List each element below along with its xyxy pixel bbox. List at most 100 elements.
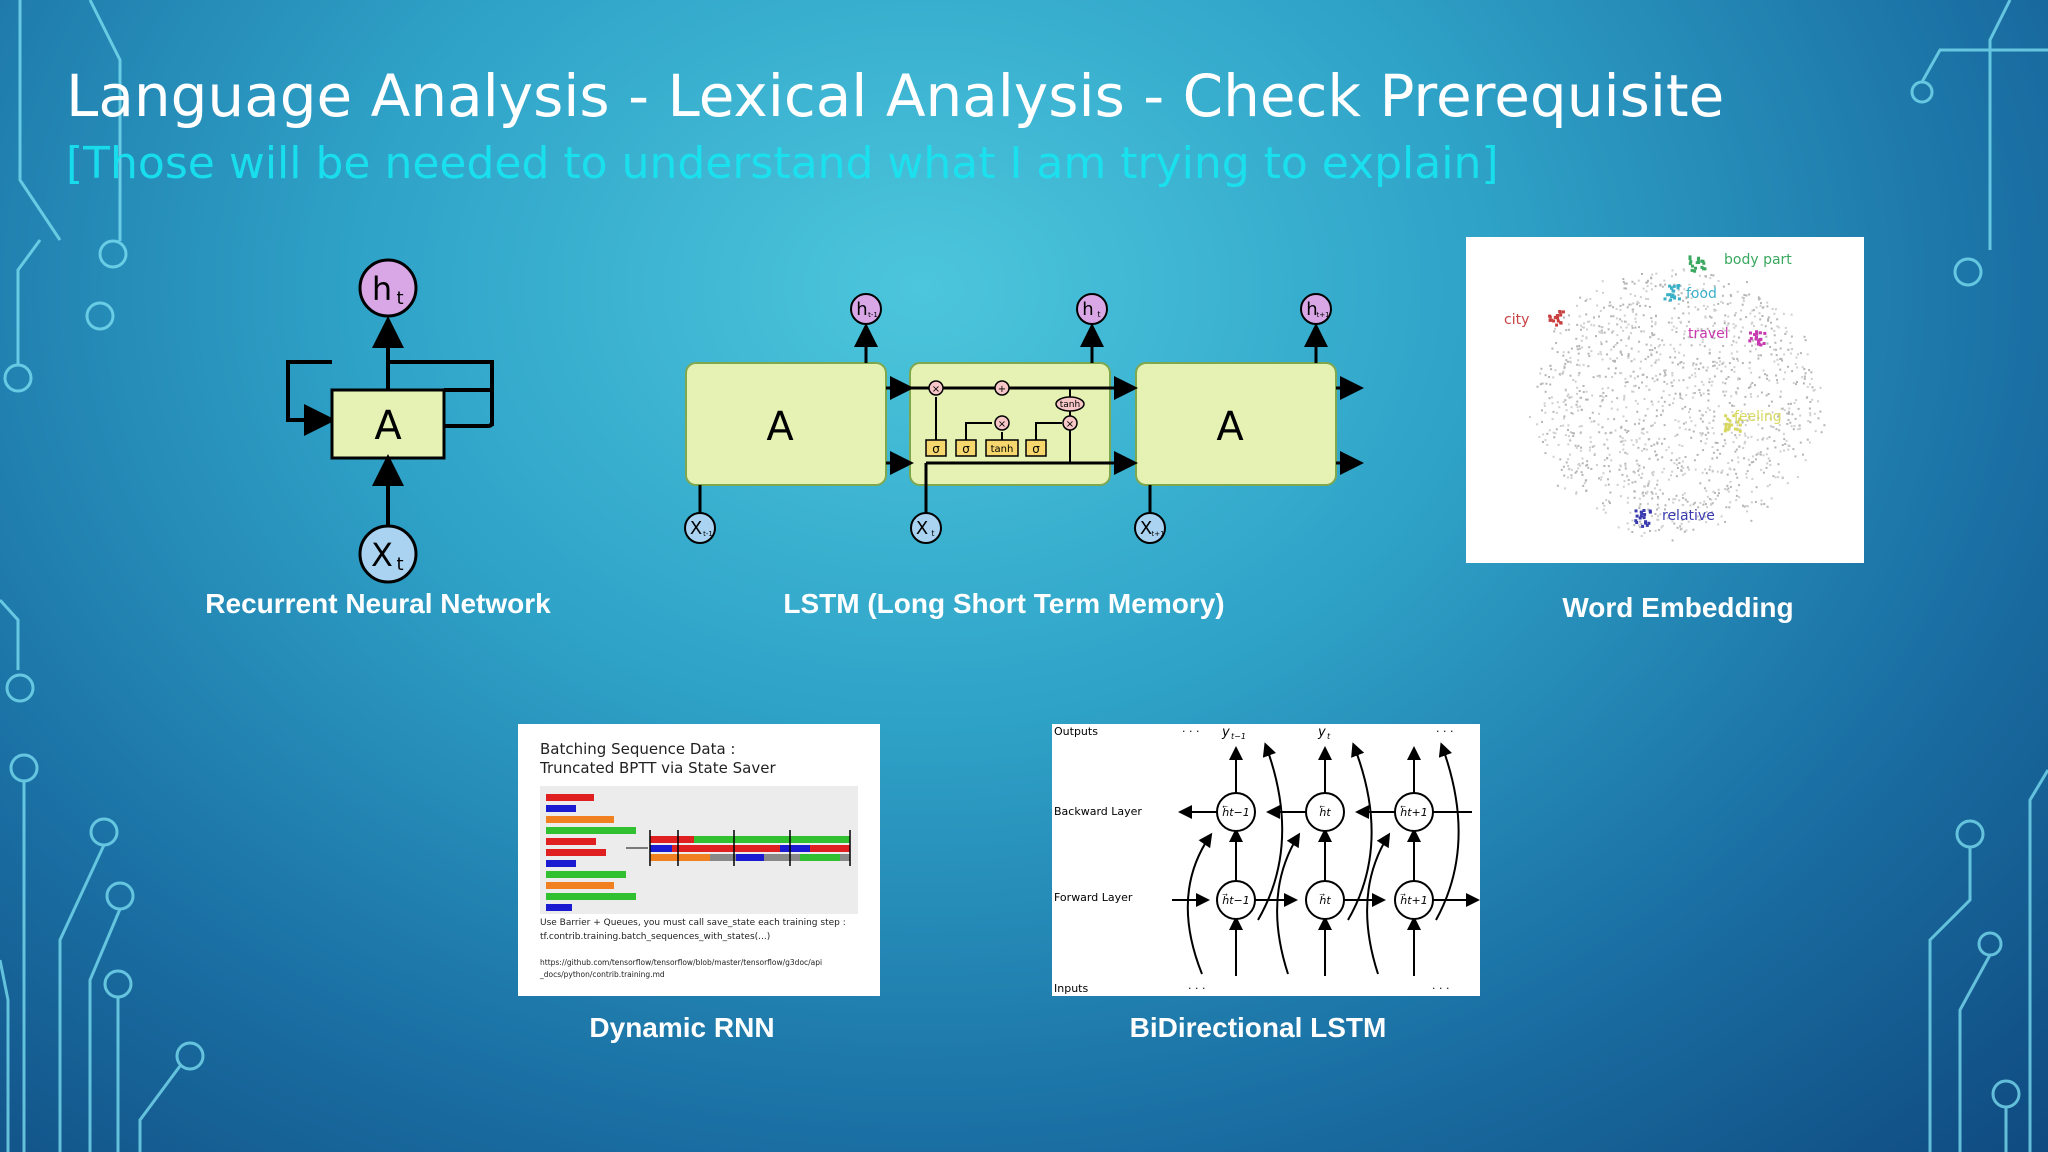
embedding-point <box>1579 324 1582 327</box>
lstm-input-node-next <box>1134 512 1166 544</box>
embedding-point <box>1615 317 1618 320</box>
embedding-cluster-point <box>1691 264 1694 268</box>
embedding-point <box>1642 314 1645 317</box>
embedding-point <box>1755 453 1758 456</box>
embedding-point <box>1633 385 1636 388</box>
embedding-point <box>1731 357 1734 360</box>
embedding-cluster-point <box>1724 422 1728 426</box>
embedding-point <box>1654 450 1657 453</box>
lstm-cell-prev-label: A <box>766 404 794 450</box>
embedding-point <box>1786 482 1789 485</box>
embedding-point <box>1607 478 1609 481</box>
embedding-point <box>1610 459 1613 462</box>
embedding-cluster-point <box>1666 293 1670 297</box>
embedding-point <box>1795 399 1798 402</box>
embedding-point <box>1663 375 1666 378</box>
embedding-point <box>1651 472 1654 475</box>
embedding-point <box>1624 429 1627 431</box>
embedding-point <box>1564 362 1567 365</box>
embedding-point <box>1685 297 1688 300</box>
embedding-point <box>1567 443 1570 446</box>
embedding-point <box>1620 426 1623 429</box>
embedding-point <box>1734 450 1737 453</box>
embedding-point <box>1610 315 1613 318</box>
bilstm-y-cur: y <box>1317 725 1326 740</box>
embedding-point <box>1664 504 1667 507</box>
embedding-point <box>1656 479 1659 482</box>
embedding-point <box>1738 496 1741 499</box>
embedding-point <box>1575 446 1578 449</box>
embedding-point <box>1623 398 1625 401</box>
embedding-point <box>1638 326 1640 329</box>
embedding-point <box>1819 386 1822 389</box>
embedding-cluster-point <box>1757 342 1761 346</box>
embedding-point <box>1581 326 1584 329</box>
embedding-point <box>1585 464 1588 467</box>
embedding-point <box>1670 381 1673 384</box>
embedding-point <box>1722 390 1725 393</box>
embedding-cluster-point <box>1552 319 1556 323</box>
embedding-cluster-point <box>1726 417 1730 421</box>
embedding-point <box>1758 376 1761 379</box>
embedding-point <box>1730 395 1733 398</box>
embedding-point <box>1641 492 1644 495</box>
embedding-cluster-point <box>1690 268 1694 272</box>
embedding-point <box>1787 403 1790 405</box>
embedding-point <box>1740 410 1743 413</box>
embedding-point <box>1663 279 1666 282</box>
embedding-point <box>1714 360 1716 363</box>
embedding-point <box>1653 380 1656 383</box>
bilstm-backward-node-cur-label: h⃖t <box>1319 805 1331 819</box>
embedding-cluster-point <box>1556 319 1560 323</box>
embedding-point <box>1796 353 1799 356</box>
rnn-diagram: A h t X t <box>286 258 494 584</box>
embedding-point <box>1705 369 1708 372</box>
embedding-point <box>1751 344 1753 347</box>
embedding-point <box>1621 473 1624 476</box>
embedding-point <box>1785 439 1788 442</box>
embedding-point <box>1799 352 1802 355</box>
embedding-point <box>1781 407 1784 410</box>
rnn-loop-right <box>444 388 494 428</box>
embedding-point <box>1653 487 1656 490</box>
embedding-cluster-point <box>1735 427 1739 431</box>
embedding-point <box>1670 459 1673 462</box>
embedding-point <box>1689 416 1691 419</box>
embedding-point <box>1696 288 1699 291</box>
embedding-point <box>1603 306 1605 309</box>
embedding-point <box>1777 463 1780 466</box>
embedding-point <box>1733 335 1736 338</box>
embedding-point <box>1711 446 1714 448</box>
embedding-point <box>1578 372 1581 374</box>
embedding-point <box>1675 327 1678 330</box>
embedding-point <box>1603 504 1606 507</box>
embedding-point <box>1713 415 1716 418</box>
embedding-point <box>1737 456 1740 459</box>
embedding-point <box>1638 437 1641 440</box>
embedding-point <box>1661 285 1664 288</box>
embedding-point <box>1704 275 1707 278</box>
embedding-point <box>1804 339 1807 342</box>
embedding-point <box>1569 453 1572 456</box>
embedding-point <box>1613 418 1616 421</box>
embedding-point <box>1680 465 1683 468</box>
embedding-point <box>1543 402 1546 405</box>
embedding-point <box>1650 400 1653 403</box>
embedding-point <box>1736 357 1739 360</box>
embedding-point <box>1692 528 1695 531</box>
embedding-point <box>1593 316 1595 319</box>
embedding-point <box>1696 453 1699 456</box>
embedding-point <box>1683 354 1685 357</box>
embedding-point <box>1673 462 1676 465</box>
embedding-point <box>1574 444 1577 447</box>
embedding-cluster-point <box>1676 286 1680 290</box>
bilstm-panel: Outputs · · · y t−1 y t · · · Backward L… <box>1052 724 1480 996</box>
embedding-point <box>1567 328 1570 331</box>
embedding-point <box>1823 424 1826 427</box>
embedding-point <box>1552 376 1555 379</box>
embedding-point <box>1610 407 1613 410</box>
rnn-output-sub: t <box>396 288 403 309</box>
embedding-point <box>1738 336 1740 339</box>
embedding-point <box>1580 328 1582 331</box>
embedding-point <box>1771 308 1774 310</box>
